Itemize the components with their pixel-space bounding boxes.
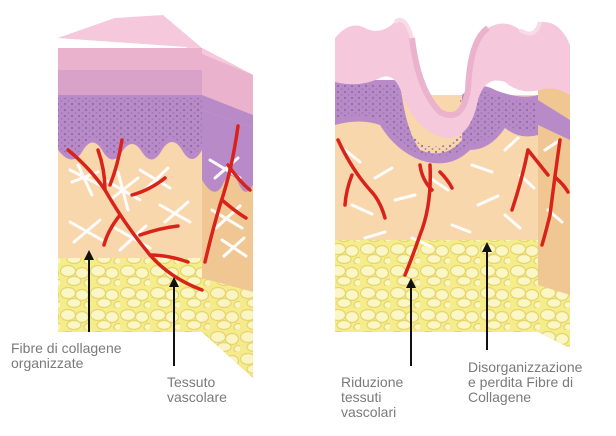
label-riduzione-line3: vascolari [341, 405, 403, 420]
label-tessuto-line1: Tessuto [167, 375, 227, 390]
label-tessuto-vascolare: Tessuto vascolare [167, 375, 227, 405]
young-fat-layer [58, 258, 202, 332]
label-riduzione-line2: tessuti [341, 390, 403, 405]
label-disorganizzazione: Disorganizzazione e perdita Fibre di Col… [468, 360, 582, 405]
label-fibre-line2: organizzate [11, 356, 122, 371]
label-tessuto-line2: vascolare [167, 390, 227, 405]
aged-fat-layer [335, 240, 538, 332]
label-disorg-line2: e perdita Fibre di [468, 375, 582, 390]
label-riduzione-tessuti: Riduzione tessuti vascolari [341, 375, 403, 420]
young-top-surface2 [58, 15, 202, 48]
young-skin-block [58, 15, 253, 378]
label-disorg-line3: Collagene [468, 390, 582, 405]
label-disorg-line1: Disorganizzazione [468, 360, 582, 375]
young-side-fat [202, 278, 253, 378]
label-riduzione-line1: Riduzione [341, 375, 403, 390]
label-fibre-line1: Fibre di collagene [11, 341, 122, 356]
label-fibre-collagene: Fibre di collagene organizzate [11, 341, 122, 371]
aged-skin-block [335, 20, 570, 348]
